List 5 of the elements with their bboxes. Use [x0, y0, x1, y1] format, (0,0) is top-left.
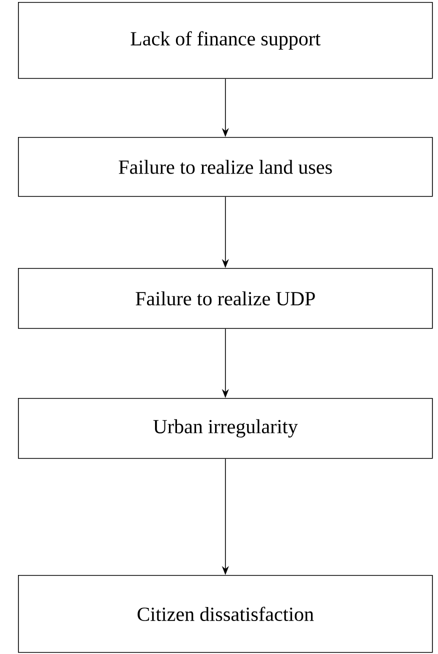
process-box: Lack of finance support — [18, 2, 433, 79]
process-box: Failure to realize UDP — [18, 268, 433, 329]
process-box: Urban irregularity — [18, 398, 433, 459]
process-box: Citizen dissatisfaction — [18, 575, 433, 653]
process-box: Failure to realize land uses — [18, 137, 433, 197]
